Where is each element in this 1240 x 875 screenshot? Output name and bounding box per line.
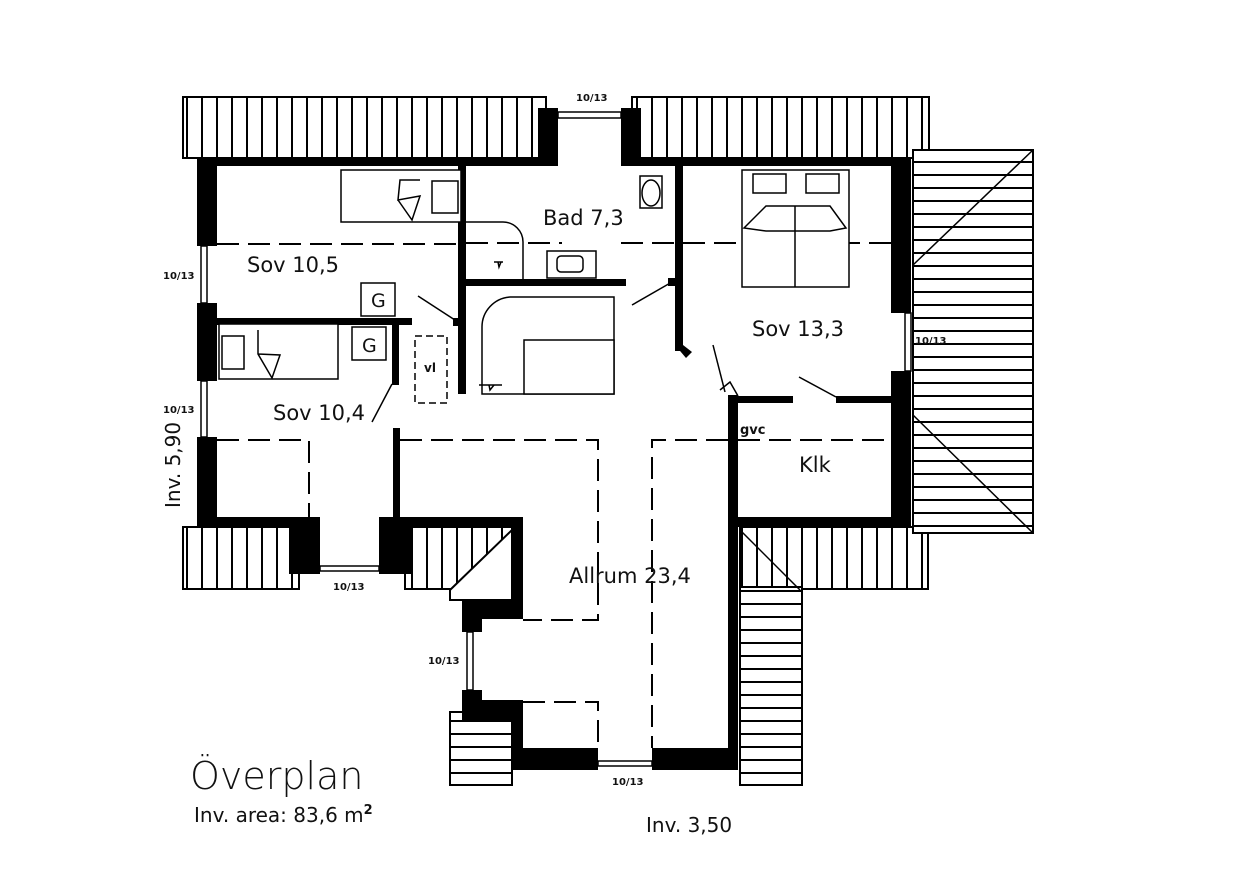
window-label-bottom: 10/13 [612, 777, 644, 788]
furniture [218, 169, 850, 423]
window-label-left-upper: 10/13 [163, 271, 195, 282]
roof-eaves [182, 96, 1034, 786]
window-label-bottom-left: 10/13 [333, 582, 365, 593]
g-label-1: G [371, 290, 386, 312]
room-label-bad: Bad 7,3 [543, 206, 624, 230]
window-label-left-lower: 10/13 [163, 405, 195, 416]
gvc-label: gvc [740, 423, 766, 438]
g-label-2: G [362, 335, 377, 357]
area-value: Inv. area: 83,6 m [194, 803, 364, 827]
walls [197, 108, 911, 770]
dimension-left: Inv. 5,90 [161, 422, 185, 508]
area-label: Inv. area: 83,6 m2 [194, 803, 373, 827]
window-label-top: 10/13 [576, 93, 608, 104]
window-label-dormer: 10/13 [428, 656, 460, 667]
room-label-sov-13-3: Sov 13,3 [752, 317, 844, 341]
dimension-bottom: Inv. 3,50 [646, 813, 732, 837]
room-label-sov-10-5: Sov 10,5 [247, 253, 339, 277]
room-label-allrum: Allrum 23,4 [569, 564, 691, 588]
area-exponent: 2 [364, 803, 373, 818]
room-label-sov-10-4: Sov 10,4 [273, 401, 365, 425]
vl-label: vl [424, 361, 436, 375]
window-label-right: 10/13 [915, 336, 947, 347]
windows [200, 111, 912, 767]
room-label-klk: Klk [799, 453, 832, 477]
plan-title: Överplan [190, 754, 363, 798]
labels: Sov 10,5 Sov 10,4 Sov 13,3 Bad 7,3 Allru… [161, 93, 947, 837]
